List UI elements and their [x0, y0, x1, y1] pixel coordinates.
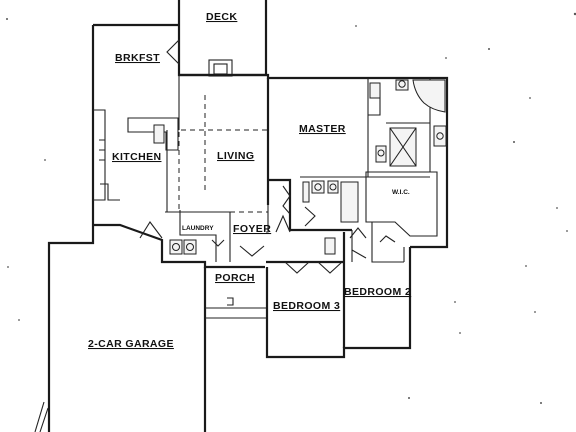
deck-label: DECK [206, 11, 237, 23]
porch-label: PORCH [215, 272, 255, 284]
hall-bath-fixtures [302, 180, 359, 223]
wic-label: W.I.C. [392, 189, 410, 196]
kitchen-label: KITCHEN [112, 151, 161, 163]
scan-specks [6, 12, 576, 404]
room-labels: DECK BRKFST KITCHEN LIVING MASTER W.I.C.… [88, 11, 411, 350]
bedroom3-label: BEDROOM 3 [273, 300, 340, 312]
laundry-appliances [169, 237, 336, 255]
master-label: MASTER [299, 123, 346, 135]
interior-walls [165, 75, 438, 432]
foyer-label: FOYER [233, 223, 271, 235]
garage-outline [34, 225, 95, 432]
garage-label: 2-CAR GARAGE [88, 338, 174, 350]
kitchen-counters [93, 109, 179, 201]
laundry-label: LAUNDRY [182, 225, 214, 232]
bedroom2-label: BEDROOM 2 [344, 286, 411, 298]
door-swings [139, 38, 396, 306]
living-label: LIVING [217, 150, 254, 162]
brkfst-label: BRKFST [115, 52, 160, 64]
bath-fixtures [369, 79, 447, 167]
dashed-beams [178, 78, 268, 213]
